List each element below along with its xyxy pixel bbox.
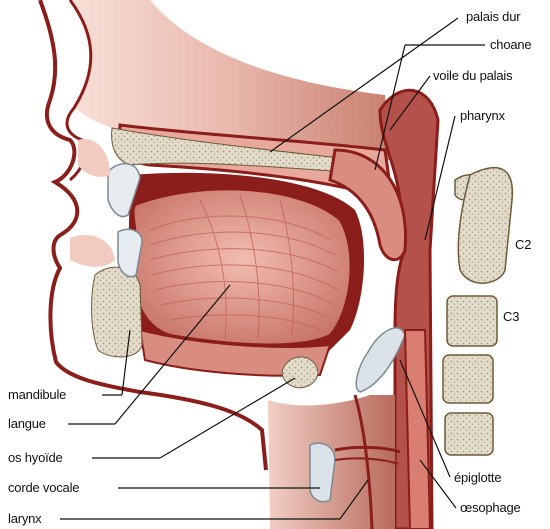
larynx-structure [310, 443, 335, 502]
label-palais-dur: palais dur [466, 9, 520, 24]
label-c3: C3 [503, 309, 519, 324]
label-choane: choane [490, 37, 531, 52]
mandible-bone [92, 267, 142, 357]
vertebra-c5 [445, 413, 493, 455]
label-mandibule: mandibule [8, 387, 66, 402]
label-corde-vocale: corde vocale [8, 480, 79, 495]
label-langue: langue [8, 416, 46, 431]
hyoid-bone [282, 357, 318, 388]
label-larynx: larynx [8, 511, 41, 526]
label-epiglotte: épiglotte [454, 470, 501, 485]
label-oesophage: œsophage [460, 500, 521, 515]
label-c2: C2 [515, 237, 531, 252]
cervical-vertebrae [443, 168, 512, 455]
oesophagus [405, 330, 430, 529]
vertebra-c4 [443, 355, 493, 403]
label-pharynx: pharynx [460, 108, 505, 123]
tongue [134, 189, 351, 344]
label-voile-du-palais: voile du palais [433, 68, 512, 83]
vertebra-c3 [447, 296, 497, 346]
upper-lip [78, 139, 110, 177]
label-os-hyoide: os hyoïde [8, 450, 63, 465]
lower-lip [70, 235, 115, 267]
